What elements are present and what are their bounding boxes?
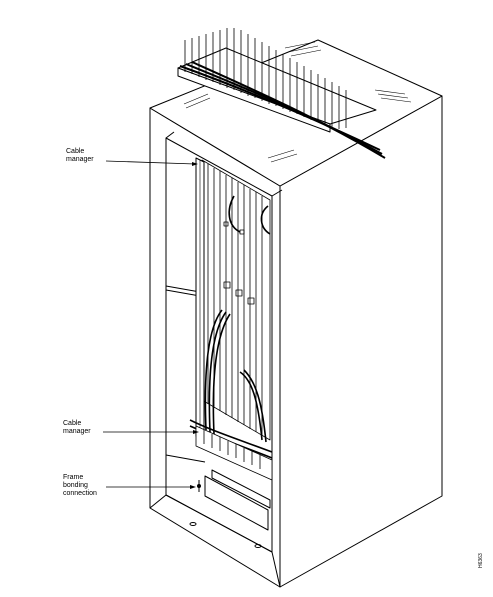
vertical-cable-manager: [195, 157, 205, 441]
rack-frame: [149, 39, 443, 588]
cable-tray-pins: [184, 28, 347, 129]
callout-text: manager: [66, 156, 94, 163]
arrow-frame-bonding: [190, 485, 196, 489]
overhead-cable-tray: [177, 28, 386, 159]
callout-bottom-cable-manager: Cable manager: [63, 420, 91, 436]
leader-lines: [103, 160, 196, 488]
callout-text: manager: [63, 428, 91, 435]
arrow-bottom-cable-manager: [193, 430, 199, 434]
callout-text: connection: [63, 490, 97, 497]
arrow-top-cable-manager: [192, 162, 198, 166]
top-vents: [183, 41, 412, 163]
callout-text: Cable: [63, 420, 82, 427]
callout-top-cable-manager: Cable manager: [66, 148, 94, 164]
equipment-chassis: [201, 159, 271, 441]
callout-text: bonding: [63, 482, 88, 489]
callout-text: Cable: [66, 148, 85, 155]
callout-frame-bonding: Frame bonding connection: [63, 474, 97, 498]
figure-number: H6363: [478, 553, 484, 568]
bottom-cable-manager: [195, 425, 273, 481]
frame-bonding-stud: [197, 480, 201, 492]
callout-text: Frame: [63, 474, 84, 481]
